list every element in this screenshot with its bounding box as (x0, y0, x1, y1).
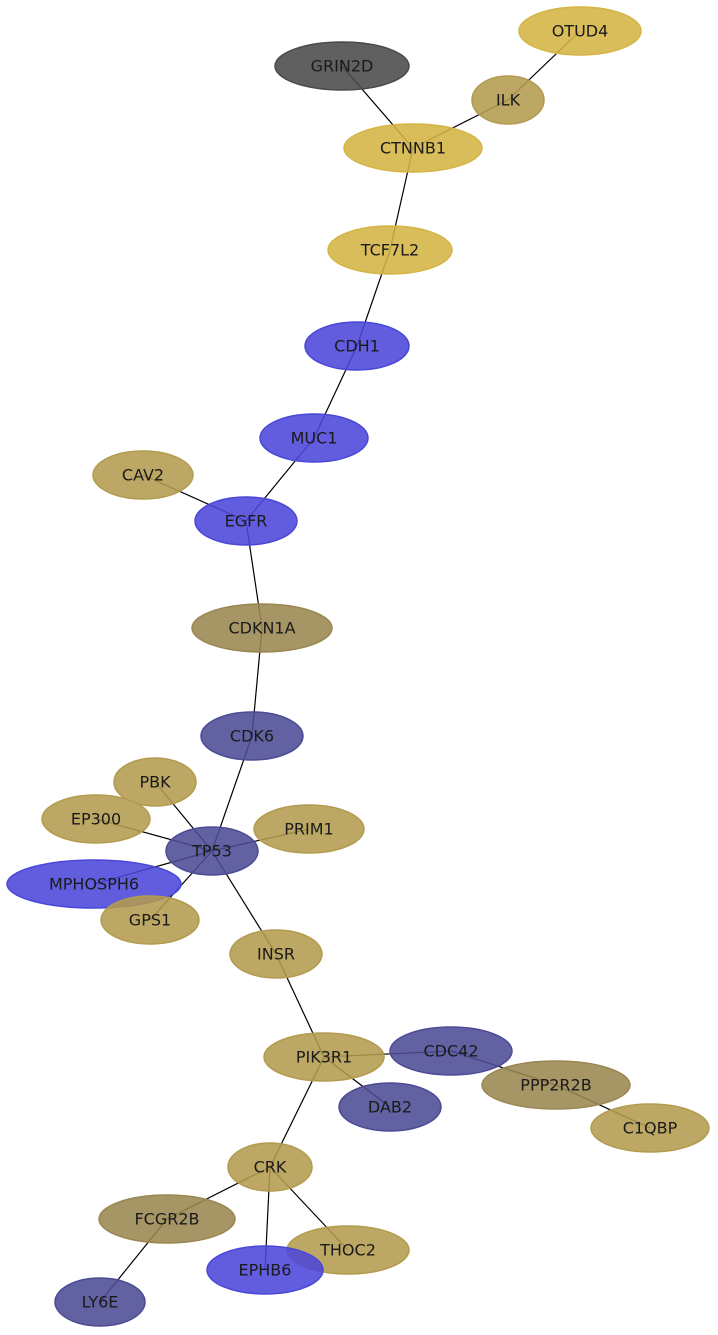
node-label: GRIN2D (311, 57, 374, 76)
node-label: INSR (257, 945, 295, 964)
node-shape (113, 757, 197, 807)
node-ctnnb1[interactable]: CTNNB1 (343, 123, 483, 173)
node-shape (259, 413, 369, 463)
node-shape (253, 804, 365, 854)
node-label: GPS1 (129, 911, 171, 930)
node-c1qbp[interactable]: C1QBP (590, 1103, 710, 1153)
node-egfr[interactable]: EGFR (194, 496, 298, 546)
node-label: PPP2R2B (520, 1076, 591, 1095)
node-ephb6[interactable]: EPHB6 (206, 1245, 324, 1295)
node-shape (165, 826, 259, 876)
node-label: FCGR2B (134, 1210, 199, 1229)
node-insr[interactable]: INSR (229, 929, 323, 979)
node-shape (41, 794, 151, 844)
node-label: CTNNB1 (380, 139, 446, 158)
node-label: TCF7L2 (360, 241, 419, 260)
node-label: CRK (254, 1158, 287, 1177)
node-label: CDKN1A (228, 619, 295, 638)
node-label: ILK (496, 91, 521, 110)
node-shape (191, 603, 333, 653)
node-label: PBK (139, 773, 171, 792)
node-shape (227, 1142, 313, 1192)
node-fcgr2b[interactable]: FCGR2B (98, 1194, 236, 1244)
node-shape (471, 75, 545, 125)
node-label: C1QBP (623, 1119, 678, 1138)
node-shape (263, 1032, 385, 1082)
node-cdkn1a[interactable]: CDKN1A (191, 603, 333, 653)
node-pbk[interactable]: PBK (113, 757, 197, 807)
node-cav2[interactable]: CAV2 (92, 450, 194, 500)
node-label: PRIM1 (284, 820, 333, 839)
node-shape (327, 225, 453, 275)
node-shape (590, 1103, 710, 1153)
node-ep300[interactable]: EP300 (41, 794, 151, 844)
node-prim1[interactable]: PRIM1 (253, 804, 365, 854)
node-shape (54, 1277, 146, 1327)
node-label: CDK6 (230, 727, 274, 746)
node-shape (338, 1082, 442, 1132)
node-crk[interactable]: CRK (227, 1142, 313, 1192)
node-shape (274, 41, 410, 91)
node-tp53[interactable]: TP53 (165, 826, 259, 876)
node-label: CAV2 (122, 466, 164, 485)
node-label: CDC42 (423, 1042, 478, 1061)
node-shape (304, 321, 410, 371)
node-label: TP53 (191, 842, 232, 861)
node-label: LY6E (82, 1293, 119, 1312)
node-tcf7l2[interactable]: TCF7L2 (327, 225, 453, 275)
node-pik3r1[interactable]: PIK3R1 (263, 1032, 385, 1082)
node-label: EPHB6 (239, 1261, 292, 1280)
node-cdk6[interactable]: CDK6 (200, 711, 304, 761)
node-label: EP300 (71, 810, 121, 829)
node-ppp2r2b[interactable]: PPP2R2B (481, 1060, 631, 1110)
node-label: CDH1 (334, 337, 380, 356)
node-shape (389, 1026, 513, 1076)
node-label: DAB2 (368, 1098, 412, 1117)
node-label: THOC2 (319, 1241, 376, 1260)
node-shape (518, 6, 642, 56)
node-label: MPHOSPH6 (49, 875, 139, 894)
node-gps1[interactable]: GPS1 (100, 895, 200, 945)
node-shape (92, 450, 194, 500)
node-shape (194, 496, 298, 546)
node-ilk[interactable]: ILK (471, 75, 545, 125)
node-shape (200, 711, 304, 761)
node-label: EGFR (225, 512, 268, 531)
node-dab2[interactable]: DAB2 (338, 1082, 442, 1132)
node-muc1[interactable]: MUC1 (259, 413, 369, 463)
node-shape (343, 123, 483, 173)
node-label: PIK3R1 (296, 1048, 352, 1067)
node-cdc42[interactable]: CDC42 (389, 1026, 513, 1076)
node-shape (100, 895, 200, 945)
node-shape (229, 929, 323, 979)
node-grin2d[interactable]: GRIN2D (274, 41, 410, 91)
node-cdh1[interactable]: CDH1 (304, 321, 410, 371)
node-otud4[interactable]: OTUD4 (518, 6, 642, 56)
node-shape (206, 1245, 324, 1295)
node-label: OTUD4 (552, 22, 609, 41)
node-ly6e[interactable]: LY6E (54, 1277, 146, 1327)
node-shape (481, 1060, 631, 1110)
node-label: MUC1 (291, 429, 338, 448)
node-shape (98, 1194, 236, 1244)
